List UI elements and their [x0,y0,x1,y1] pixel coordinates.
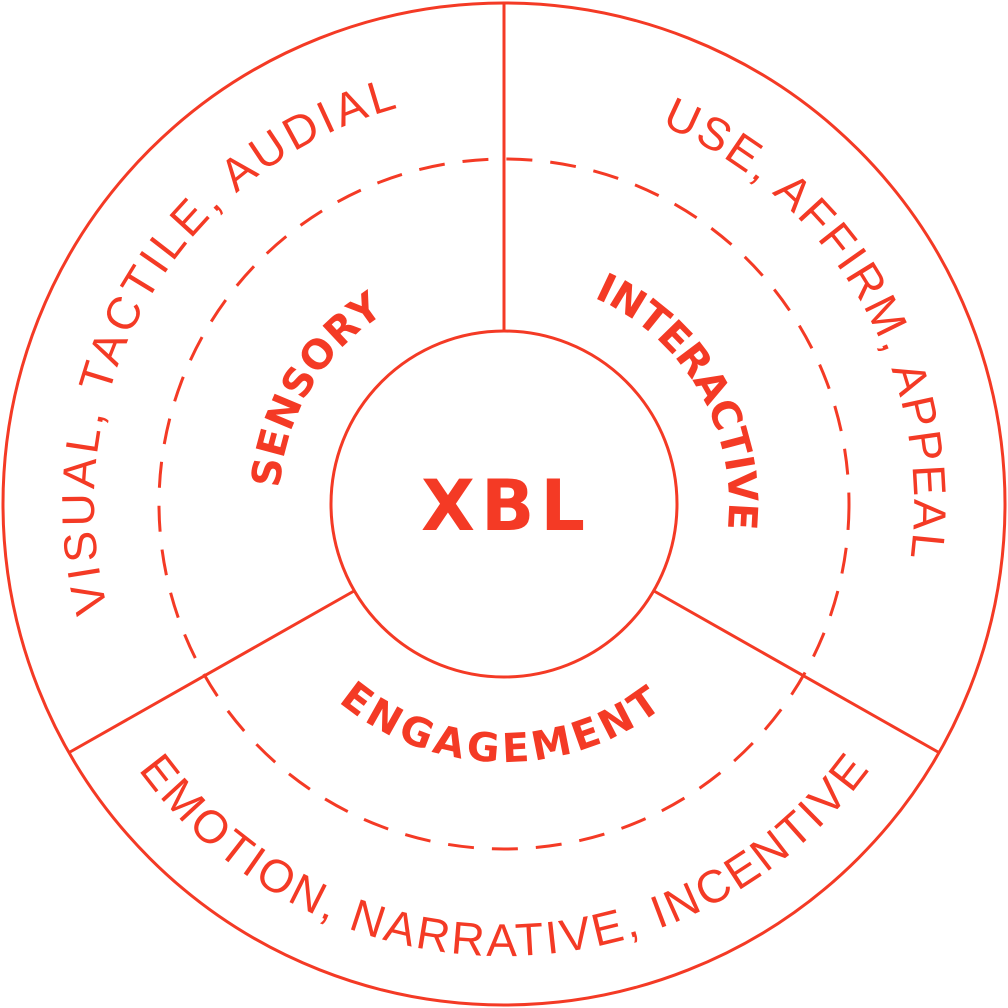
engagement-label: ENGAGEMENT [332,673,669,772]
interactive-detail: USE, AFFIRM, APPEAL [657,87,956,562]
divider-lower-left [69,589,355,754]
divider-lower-right [653,589,939,754]
sensory-label: SENSORY [243,283,391,490]
dashed-ring [157,157,851,851]
center-label: XBL [421,465,591,547]
